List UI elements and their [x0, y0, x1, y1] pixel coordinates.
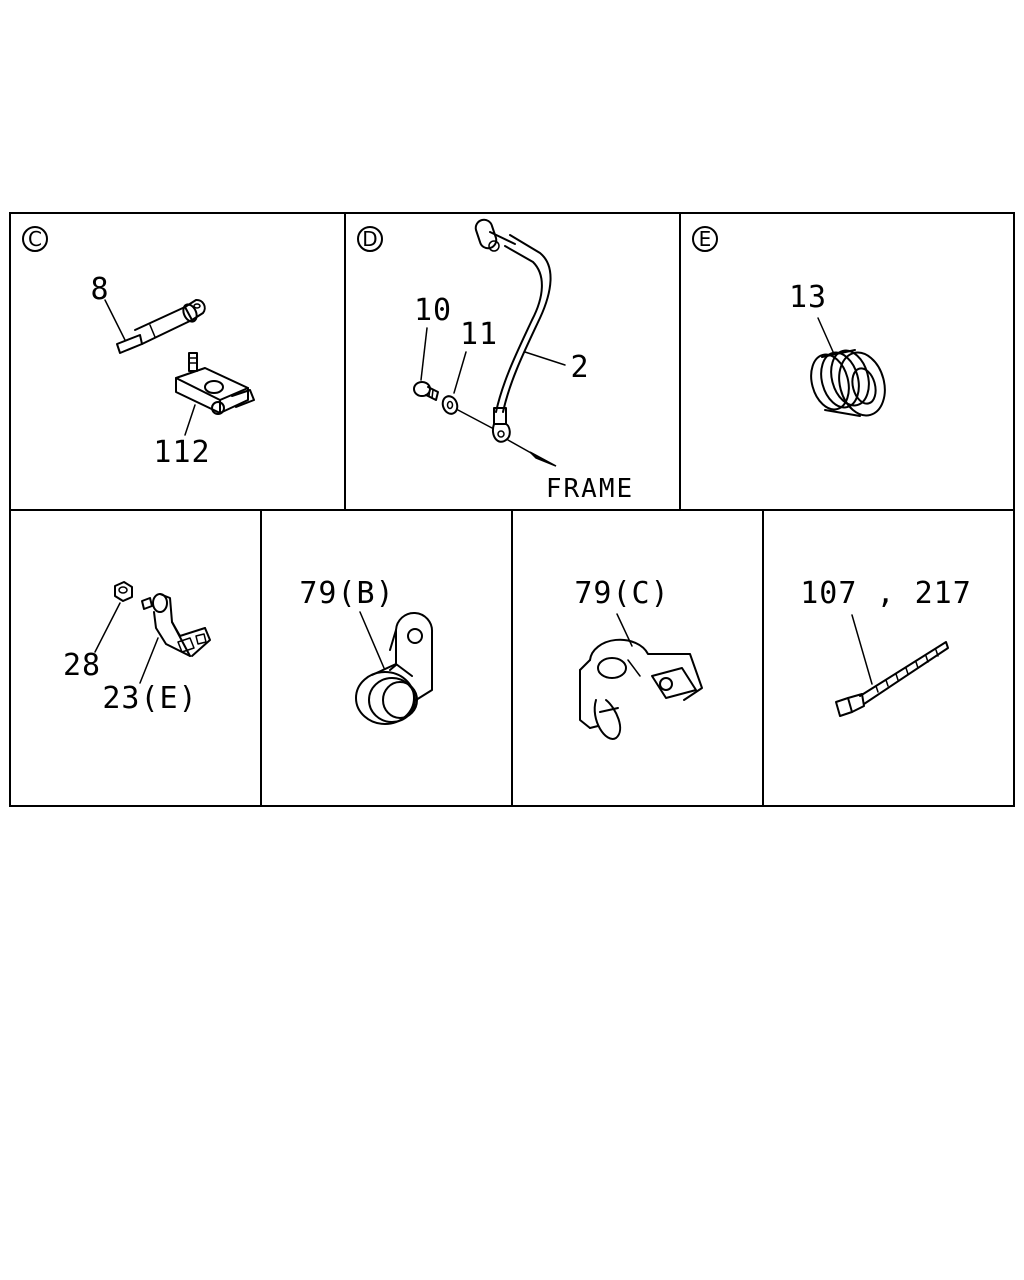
callout-23e: 23(E): [102, 681, 197, 716]
leader-8: [104, 299, 126, 341]
panel-c-badge: C: [22, 226, 48, 252]
ground-cable-drawing: [474, 218, 552, 443]
callout-8: 8: [90, 272, 109, 307]
panel-e-badge: E: [692, 226, 718, 252]
bolt-axis-line: [457, 409, 493, 429]
panel-clamp-c: 79(C): [574, 576, 703, 740]
panel-d: D 10: [357, 218, 634, 504]
callout-10: 10: [414, 293, 452, 328]
frame-label: FRAME: [546, 474, 634, 504]
grid-frame: [9, 212, 1015, 807]
callout-11: 11: [460, 317, 498, 352]
leader-2: [524, 351, 566, 366]
leader-79b: [359, 611, 385, 669]
leader-28: [94, 602, 121, 653]
panel-clamp-b: 79(B): [299, 576, 434, 725]
leader-13: [817, 317, 835, 355]
leader-10: [420, 327, 428, 381]
leader-112: [184, 404, 196, 436]
bracket-drawing: [141, 593, 211, 657]
frame-arrow: [507, 439, 557, 467]
panel-e: E 13: [692, 226, 886, 417]
callout-107-217: 107 , 217: [800, 576, 972, 611]
grommet-drawing: [810, 349, 886, 417]
panel-c: C 8 112: [22, 226, 255, 470]
bolt-drawing: [413, 381, 439, 401]
leader-107-217: [851, 614, 873, 685]
leader-79c: [616, 613, 633, 647]
rod-part-drawing: [116, 298, 206, 354]
svg-text:C: C: [28, 227, 42, 251]
panel-bracket-nut: 28 23(E): [63, 581, 211, 716]
callout-79b: 79(B): [299, 576, 394, 611]
washer-drawing: [441, 395, 459, 415]
leader-11: [453, 351, 467, 394]
clamp-c-drawing: [579, 638, 703, 740]
callout-79c: 79(C): [574, 576, 669, 611]
callout-112: 112: [153, 435, 210, 470]
panel-cable-tie: 107 , 217: [800, 576, 972, 717]
svg-text:E: E: [699, 227, 712, 251]
callout-13: 13: [789, 280, 827, 315]
clamp-b-drawing: [355, 611, 434, 725]
nut-drawing: [114, 581, 133, 602]
svg-text:D: D: [362, 227, 377, 251]
panel-d-badge: D: [357, 226, 383, 252]
callout-28: 28: [63, 648, 101, 683]
callout-2: 2: [570, 350, 589, 385]
leader-23e: [139, 637, 159, 684]
cable-tie-drawing: [835, 641, 949, 717]
terminal-clamp-drawing: [175, 352, 255, 415]
